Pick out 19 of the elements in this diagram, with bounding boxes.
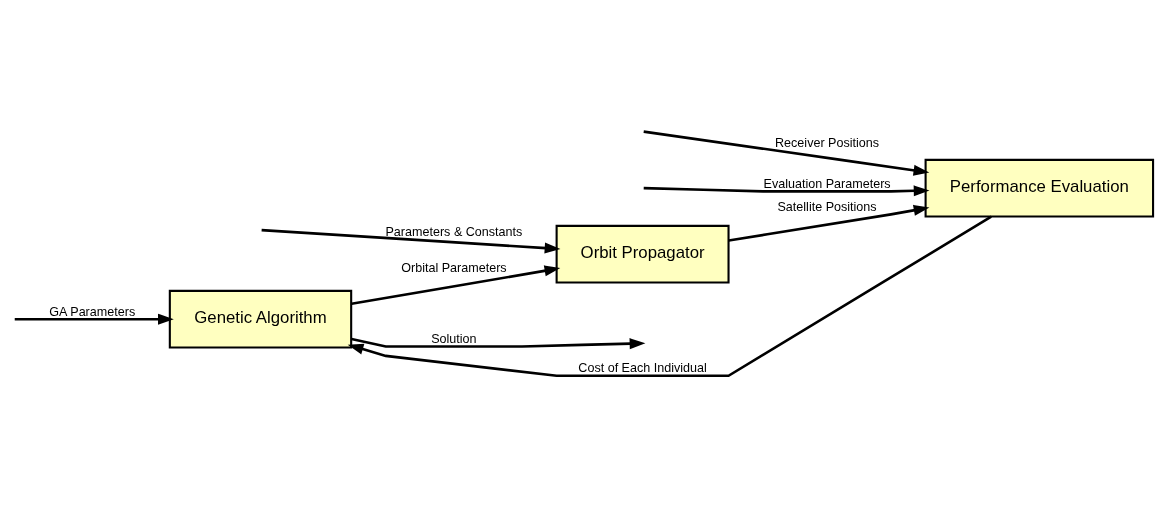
node-box: Genetic Algorithm — [168, 289, 353, 349]
edge-label: Evaluation Parameters — [763, 176, 891, 191]
arrow — [347, 215, 992, 377]
edge-label: Orbital Parameters — [401, 260, 507, 275]
arrow — [261, 228, 561, 254]
arrow — [351, 264, 561, 305]
node-box: Orbit Propagator — [555, 224, 730, 284]
node-box: Performance Evaluation — [924, 158, 1155, 218]
edge-label: GA Parameters — [49, 304, 136, 319]
arrow — [643, 184, 930, 196]
arrow — [643, 129, 930, 176]
arrow — [14, 313, 174, 325]
edge-label: Cost of Each Individual — [578, 360, 707, 375]
edge-label: Receiver Positions — [775, 135, 880, 150]
edge-label: Parameters & Constants — [385, 224, 523, 239]
arrow — [351, 337, 646, 349]
edge-label: Satellite Positions — [777, 199, 877, 214]
arrow — [728, 204, 930, 242]
edge-label: Solution — [431, 331, 477, 346]
